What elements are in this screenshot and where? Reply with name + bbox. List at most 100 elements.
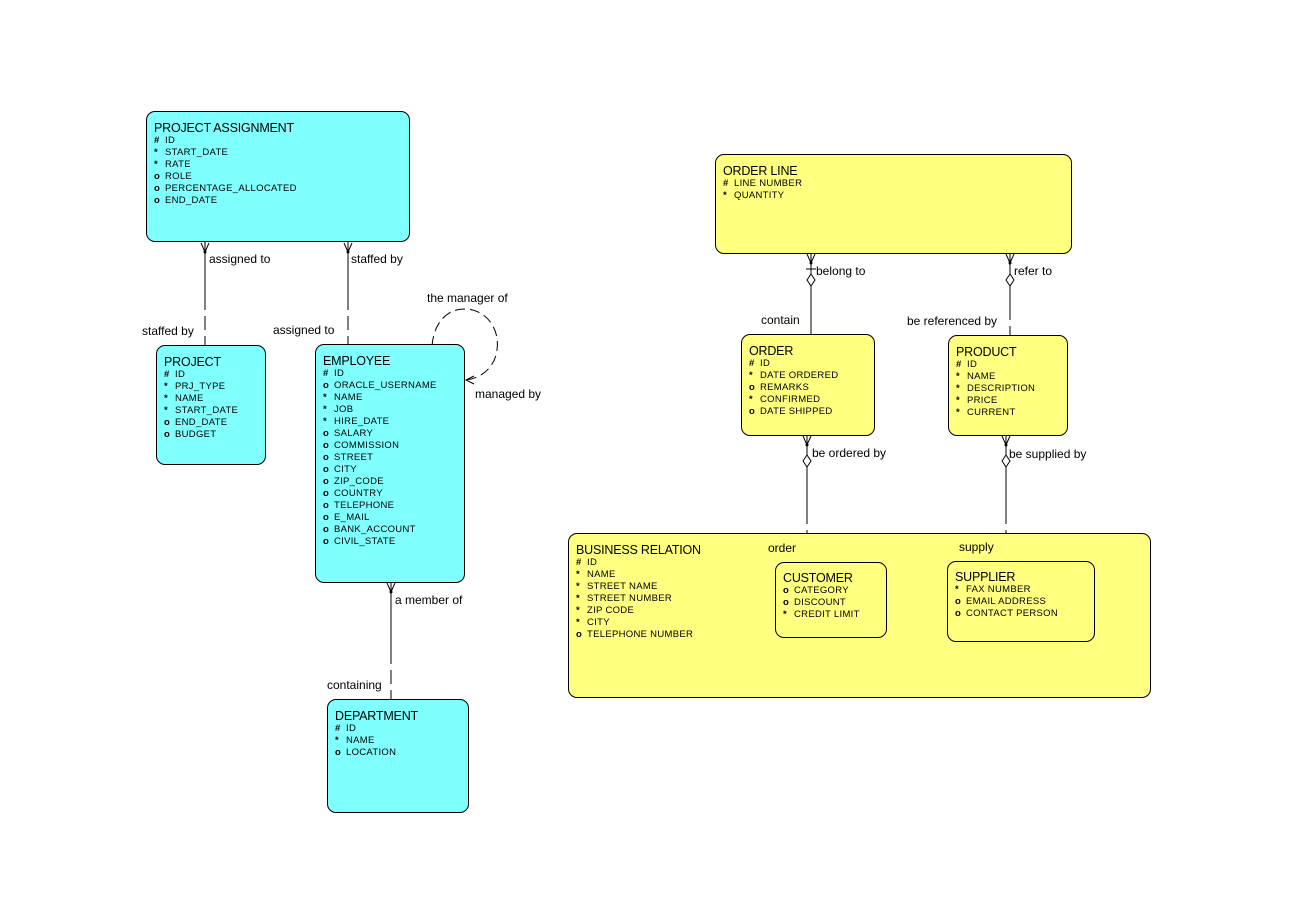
attribute-name: START_DATE (165, 147, 229, 158)
attribute-name: START_DATE (175, 405, 239, 416)
attribute-optionality-marker: * (576, 605, 580, 616)
attribute-row: o CATEGORY (783, 585, 886, 597)
attribute-optionality-marker: o (154, 195, 161, 206)
attribute-row: *PRJ_TYPE (164, 381, 265, 393)
rel-pa-project-line[interactable] (200, 242, 210, 346)
attribute-optionality-marker: * (783, 609, 787, 620)
attribute-name: HIRE_DATE (334, 416, 390, 427)
entity-order-line[interactable]: ORDER LINE #LINE NUMBER*QUANTITY (715, 154, 1072, 254)
attribute-optionality-marker: # (164, 369, 170, 380)
attribute-name: QUANTITY (734, 190, 785, 201)
attribute-name: ID (165, 135, 176, 146)
attribute-name: TELEPHONE NUMBER (587, 629, 694, 640)
rel-label-assigned-to: assigned to (273, 323, 335, 337)
entity-title: EMPLOYEE (323, 354, 391, 368)
rel-label-be-ordered-by: be ordered by (812, 446, 887, 460)
attribute-optionality-marker: * (576, 569, 580, 580)
attribute-name: DATE SHIPPED (760, 406, 833, 417)
attribute-row: # ID (335, 723, 468, 735)
attribute-name: CREDIT LIMIT (794, 609, 860, 620)
rel-employee-department-line[interactable] (386, 582, 396, 700)
attribute-name: FAX NUMBER (966, 584, 1031, 595)
attribute-optionality-marker: o (749, 382, 756, 393)
attribute-name: PRICE (967, 395, 998, 406)
attribute-row: o TELEPHONE NUMBER (576, 629, 1150, 641)
attribute-row: #ID (956, 359, 1067, 371)
attribute-optionality-marker: # (723, 178, 729, 189)
attribute-name: STREET NAME (587, 581, 658, 592)
attribute-name: ID (334, 368, 345, 379)
attribute-optionality-marker: * (154, 159, 158, 170)
entity-product[interactable]: PRODUCT #ID*NAME*DESCRIPTION*PRICE*CURRE… (948, 335, 1068, 436)
attribute-name: BUDGET (175, 429, 217, 440)
rel-label-assigned-to: assigned to (209, 252, 271, 266)
attribute-row: *NAME (335, 735, 468, 747)
attribute-name: COUNTRY (334, 488, 383, 499)
attribute-row: *RATE (154, 159, 409, 171)
attribute-name: STREET NUMBER (587, 593, 673, 604)
attribute-name: DESCRIPTION (967, 383, 1036, 394)
attribute-optionality-marker: o (323, 452, 330, 463)
attribute-row: *NAME (956, 371, 1067, 383)
attribute-row: #ID (749, 358, 874, 370)
rel-label-be-referenced-by: be referenced by (907, 314, 998, 328)
attribute-name: NAME (334, 392, 363, 403)
attribute-optionality-marker: * (164, 393, 168, 404)
attribute-optionality-marker: o (154, 171, 161, 182)
attribute-optionality-marker: * (723, 190, 727, 201)
attribute-row: o END_DATE (154, 195, 409, 207)
attribute-optionality-marker: o (749, 406, 756, 417)
rel-employee-manager-loop[interactable] (431, 308, 498, 385)
attribute-name: PERCENTAGE_ALLOCATED (165, 183, 297, 194)
attribute-optionality-marker: o (576, 629, 583, 640)
attribute-row: *CONFIRMED (749, 394, 874, 406)
attribute-name: STREET (334, 452, 374, 463)
attribute-optionality-marker: * (323, 416, 327, 427)
rel-label-belong-to: belong to (816, 264, 866, 278)
attribute-optionality-marker: * (164, 405, 168, 416)
attribute-row: * DESCRIPTION (956, 383, 1067, 395)
attribute-optionality-marker: # (956, 359, 962, 370)
attribute-name: END_DATE (165, 195, 218, 206)
attribute-name: CATEGORY (794, 585, 849, 596)
attribute-name: NAME (346, 735, 375, 746)
attribute-name: ID (587, 557, 598, 568)
rel-orderline-order-line[interactable] (806, 253, 816, 334)
attribute-optionality-marker: o (323, 536, 330, 547)
attribute-name: ROLE (165, 171, 193, 182)
attribute-row: *CURRENT (956, 407, 1067, 419)
attribute-optionality-marker: * (956, 383, 960, 394)
attribute-name: ID (346, 723, 357, 734)
attribute-optionality-marker: o (323, 440, 330, 451)
attribute-optionality-marker: o (783, 585, 790, 596)
attribute-row: #ID (154, 135, 409, 147)
attribute-optionality-marker: o (323, 464, 330, 475)
attribute-optionality-marker: * (576, 593, 580, 604)
rel-label-order: order (768, 541, 797, 555)
rel-orderline-product-line[interactable] (1005, 253, 1015, 335)
attribute-row: * HIRE_DATE (323, 416, 464, 428)
attribute-name: CITY (587, 617, 610, 628)
attribute-optionality-marker: * (955, 584, 959, 595)
attribute-optionality-marker: # (323, 368, 329, 379)
attribute-name: LOCATION (346, 747, 397, 758)
attribute-row: *NAME (576, 569, 1150, 581)
attribute-row: #ID (164, 369, 265, 381)
attribute-row: *NAME (164, 393, 265, 405)
entity-title: PROJECT ASSIGNMENT (154, 121, 294, 135)
attribute-optionality-marker: # (335, 723, 341, 734)
